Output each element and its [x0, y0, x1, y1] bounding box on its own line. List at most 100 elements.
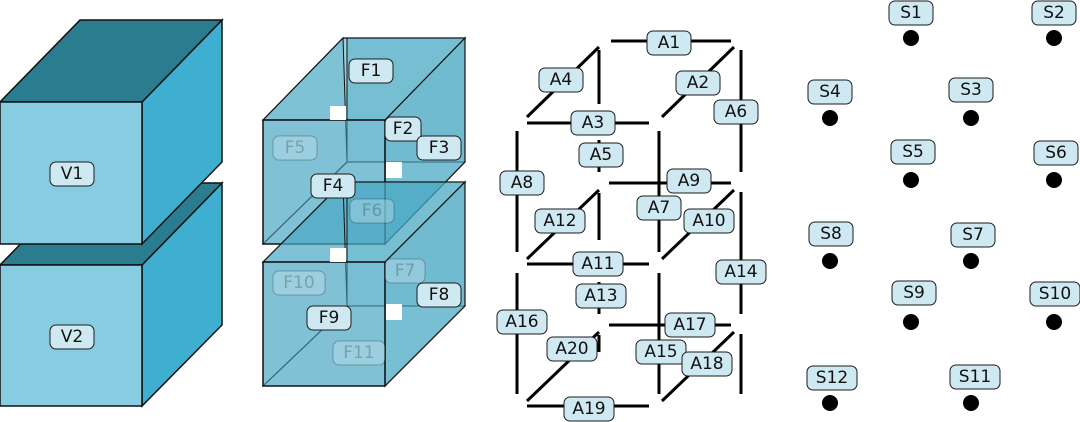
edge-label-text: A15: [644, 342, 677, 362]
edge-label-text: A3: [582, 113, 604, 133]
vertex-dot: [963, 110, 979, 126]
edge-label-a2: A2: [675, 70, 721, 96]
vertex-label-text: S11: [959, 367, 991, 387]
vertex-s11: S11: [949, 364, 1001, 411]
vertex-label-text: S7: [962, 225, 984, 245]
face-label-text: F2: [393, 119, 414, 139]
edge-label-text: A9: [678, 171, 700, 191]
face-label-f4: F4: [310, 173, 356, 199]
vertex-dot: [903, 314, 919, 330]
edge-label-a10: A10: [683, 208, 735, 234]
vertex-label-text: S8: [820, 224, 842, 244]
edge-label-a19: A19: [563, 396, 615, 422]
vertex-label-text: S12: [816, 368, 848, 388]
face-label-text: F11: [343, 343, 374, 363]
faces-panel: F1 F2 F3 F4 F5 F6 F7 F8 F9 F10 F11: [261, 36, 467, 388]
face-label-f11: F11: [332, 340, 386, 366]
volume-label-text: V2: [61, 327, 83, 347]
vertex-label-text: S1: [900, 3, 922, 23]
edge-label-text: A20: [555, 339, 588, 359]
edge-label-a1: A1: [646, 30, 692, 56]
edge-label-text: A17: [673, 315, 706, 335]
edge-label-a6: A6: [713, 99, 759, 125]
gap-marker: [330, 106, 346, 120]
edge-label-a15: A15: [635, 339, 687, 365]
face-label-text: F7: [395, 261, 416, 281]
face-label-f9: F9: [306, 305, 352, 331]
vertex-s12: S12: [806, 365, 858, 411]
vertex-dot: [963, 395, 979, 411]
vertex-s6: S6: [1033, 140, 1079, 188]
edge-label-a5: A5: [578, 142, 624, 168]
gap-marker: [330, 248, 346, 262]
edge-label-a14: A14: [715, 259, 767, 285]
vertex-s10: S10: [1029, 281, 1080, 330]
edge-label-a11: A11: [572, 251, 624, 277]
vertex-dot: [822, 395, 838, 411]
edge-label-a8: A8: [499, 170, 545, 196]
vertex-dot: [963, 253, 979, 269]
volumes-panel: V1 V2: [0, 18, 224, 408]
edge-label-text: A1: [658, 33, 680, 53]
face-label-text: F9: [319, 308, 340, 328]
edge-label-text: A2: [687, 73, 709, 93]
vertex-s9: S9: [891, 280, 937, 330]
edge-label-a3: A3: [570, 110, 616, 136]
edge-label-text: A10: [692, 211, 725, 231]
vertex-s5: S5: [890, 139, 936, 188]
edge-label-text: A4: [550, 70, 572, 90]
vertex-label-text: S3: [960, 80, 982, 100]
vertex-dot: [903, 30, 919, 46]
face-label-text: F5: [285, 138, 306, 158]
vertex-label-text: S2: [1043, 3, 1065, 23]
gap-marker: [386, 162, 402, 178]
vertex-label-text: S4: [819, 82, 841, 102]
face-label-f7: F7: [384, 258, 426, 284]
vertex-s4: S4: [807, 79, 853, 126]
edge-label-a17: A17: [664, 312, 716, 338]
face-label-f1: F1: [348, 58, 394, 84]
vertex-s2: S2: [1031, 0, 1077, 46]
vertex-label-text: S5: [902, 142, 924, 162]
vertex-s3: S3: [948, 77, 994, 126]
face-label-f5: F5: [272, 135, 318, 161]
vertex-label-text: S10: [1039, 284, 1071, 304]
edge-label-a9: A9: [666, 168, 712, 194]
edge-label-a7: A7: [636, 195, 682, 221]
face-label-text: F3: [429, 138, 450, 158]
edge-label-text: A5: [590, 145, 612, 165]
face-label-f8: F8: [416, 282, 462, 308]
edge-label-text: A11: [581, 254, 614, 274]
edge-label-a16: A16: [496, 309, 548, 335]
edge-label-text: A12: [543, 211, 576, 231]
vertex-dot: [822, 110, 838, 126]
vertex-dot: [903, 172, 919, 188]
volume-label-v1: V1: [49, 161, 95, 187]
edge-label-a18: A18: [681, 351, 733, 377]
edge-label-text: A13: [584, 286, 617, 306]
vertex-dot: [822, 253, 838, 269]
edge-label-text: A7: [648, 198, 670, 218]
volume-label-v2: V2: [49, 324, 95, 350]
volume-label-text: V1: [61, 164, 83, 184]
vertex-dot: [1046, 172, 1062, 188]
vertex-label-text: S6: [1045, 143, 1067, 163]
vertex-s1: S1: [888, 0, 934, 46]
vertex-s8: S8: [808, 221, 854, 269]
face-label-f2: F2: [384, 116, 422, 142]
edge-label-a13: A13: [575, 283, 627, 309]
edge-label-text: A16: [505, 312, 538, 332]
edge-label-text: A14: [724, 262, 757, 282]
edge-label-a20: A20: [546, 336, 598, 362]
gap-marker: [386, 304, 402, 320]
edge-label-text: A18: [690, 354, 723, 374]
vertex-label-text: S9: [903, 283, 925, 303]
edge-label-text: A19: [572, 399, 605, 419]
face-label-f10: F10: [272, 270, 326, 296]
face-label-f3: F3: [416, 135, 462, 161]
face-label-text: F4: [323, 176, 344, 196]
vertex-s7: S7: [950, 222, 996, 269]
face-label-text: F6: [362, 201, 383, 221]
